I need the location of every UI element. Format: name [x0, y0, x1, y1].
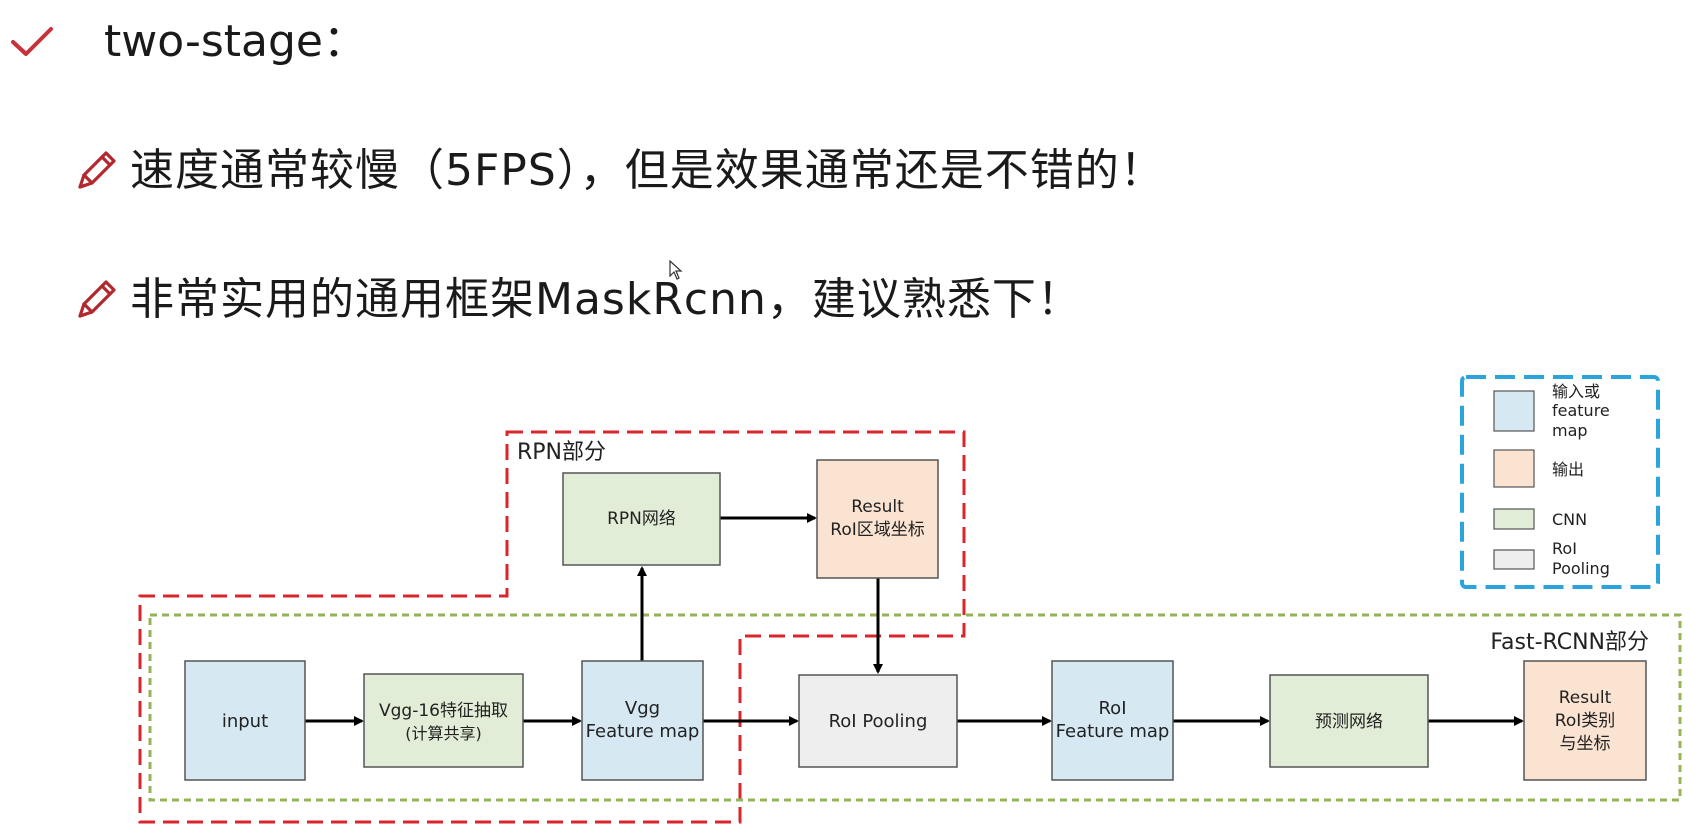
- pencil-icon: [78, 280, 116, 318]
- node-roi-feature-map: RoI Feature map: [1051, 660, 1174, 781]
- svg-text:Result: Result: [851, 497, 904, 517]
- node-rpn-network: RPN网络: [562, 472, 721, 566]
- svg-text:RPN网络: RPN网络: [607, 509, 676, 529]
- svg-text:Feature map: Feature map: [586, 721, 700, 742]
- svg-text:RoI: RoI: [1552, 539, 1577, 558]
- rpn-region-border: [138, 430, 966, 824]
- svg-text:(计算共享): (计算共享): [405, 724, 482, 743]
- node-final-result: Result RoI类别 与坐标: [1523, 660, 1647, 781]
- fast-rcnn-region-label: Fast-RCNN部分: [1490, 630, 1649, 655]
- node-vgg16-extractor: Vgg-16特征抽取 (计算共享): [363, 673, 524, 768]
- legend-item-roi-pooling: RoI Pooling: [1493, 539, 1610, 578]
- checkmark-icon: [11, 27, 53, 56]
- bullet-maskrcnn: 非常实用的通用框架MaskRcnn，建议熟悉下！: [72, 272, 1082, 328]
- slide-title-row: two-stage：: [10, 14, 367, 70]
- svg-text:预测网络: 预测网络: [1315, 712, 1383, 732]
- node-vgg-feature-map: Vgg Feature map: [581, 660, 704, 781]
- pencil-icon: [78, 151, 116, 189]
- node-prediction-network: 预测网络: [1269, 674, 1429, 768]
- node-input: input: [184, 660, 306, 781]
- svg-text:map: map: [1552, 421, 1588, 440]
- svg-text:输入或: 输入或: [1552, 382, 1600, 401]
- legend: 输入或 feature map 输出 CNN RoI Pooling: [1493, 382, 1610, 578]
- mouse-cursor-icon: [669, 260, 683, 280]
- svg-text:Result: Result: [1559, 688, 1612, 708]
- svg-text:feature: feature: [1552, 401, 1610, 420]
- legend-item-cnn: CNN: [1493, 508, 1587, 530]
- svg-text:CNN: CNN: [1552, 510, 1587, 529]
- svg-text:RoI: RoI: [1098, 698, 1126, 719]
- bullet-text: 速度通常较慢（5FPS），但是效果通常还是不错的！: [130, 145, 1165, 196]
- svg-text:Feature map: Feature map: [1056, 721, 1170, 742]
- svg-text:Pooling: Pooling: [1552, 559, 1610, 578]
- svg-text:Vgg-16特征抽取: Vgg-16特征抽取: [379, 701, 508, 721]
- svg-text:与坐标: 与坐标: [1560, 734, 1611, 754]
- svg-text:RoI区域坐标: RoI区域坐标: [830, 520, 924, 540]
- rpn-region-label: RPN部分: [517, 440, 606, 465]
- bullet-speed: 速度通常较慢（5FPS），但是效果通常还是不错的！: [72, 143, 1165, 199]
- node-roi-pooling: RoI Pooling: [798, 674, 958, 768]
- fast-rcnn-region-border: [148, 613, 1682, 802]
- bullet-text: 非常实用的通用框架MaskRcnn，建议熟悉下！: [130, 274, 1082, 325]
- svg-text:RoI Pooling: RoI Pooling: [829, 711, 928, 732]
- svg-text:Vgg: Vgg: [625, 698, 660, 719]
- svg-text:RoI类别: RoI类别: [1555, 711, 1615, 731]
- legend-item-output: 输出: [1493, 449, 1584, 488]
- legend-item-input: 输入或 feature map: [1493, 382, 1610, 440]
- slide-title: two-stage：: [104, 16, 367, 67]
- svg-text:输出: 输出: [1552, 460, 1584, 479]
- node-rpn-result: Result RoI区域坐标: [816, 459, 939, 579]
- svg-text:input: input: [222, 711, 268, 732]
- legend-border: [1460, 375, 1660, 589]
